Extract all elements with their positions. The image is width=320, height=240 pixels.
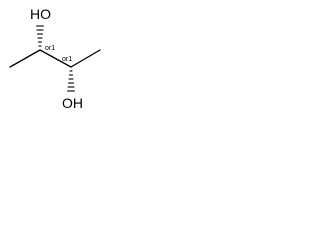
bond-c2-c3 <box>39 49 72 68</box>
stereo-label-right: or1 <box>62 56 72 63</box>
bond-c1-c2 <box>9 49 41 68</box>
chemical-structure: HO OH or1 or1 <box>9 6 101 111</box>
bond-c3-c4 <box>70 49 101 68</box>
stereo-label-left: or1 <box>45 45 55 52</box>
hashed-wedge-bond-bottom <box>67 70 75 92</box>
hashed-wedge-bond-top <box>36 25 44 47</box>
hydroxyl-label-top: HO <box>30 6 51 22</box>
hydroxyl-label-bottom: OH <box>62 95 83 111</box>
